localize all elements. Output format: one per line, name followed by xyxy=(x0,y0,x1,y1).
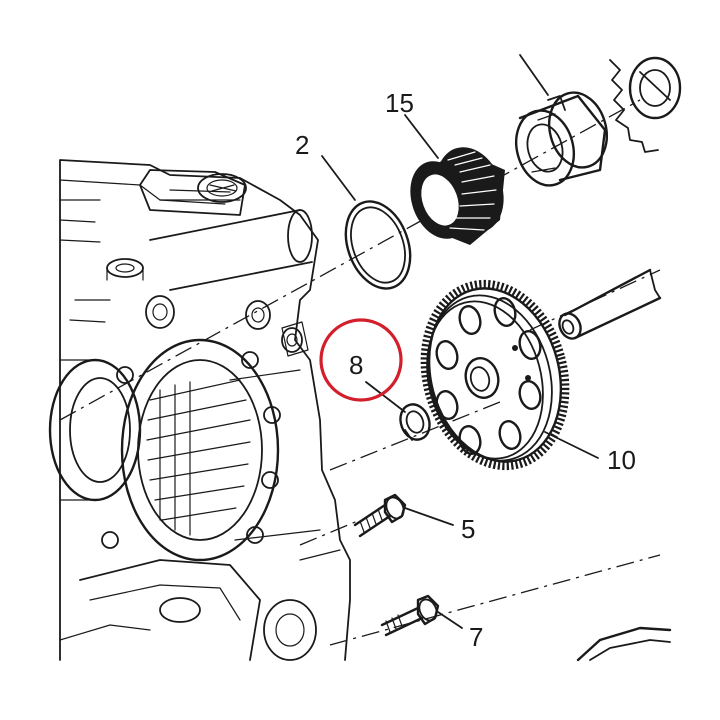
sleeve-bushing xyxy=(515,91,608,187)
callout-10[interactable]: 10 xyxy=(607,445,636,475)
leader-line-5 xyxy=(404,507,454,526)
part-2-washer xyxy=(344,200,412,290)
shaft xyxy=(558,268,662,340)
part-8-washer xyxy=(399,403,431,441)
assembly-axis-bolt-5 xyxy=(299,519,361,546)
part-7-bolt xyxy=(380,594,440,637)
assembly-axis-bolt-7 xyxy=(329,554,661,646)
leader-line-15 xyxy=(404,114,439,159)
leader-line-8 xyxy=(365,381,406,413)
assembly-axis-lower xyxy=(329,399,506,471)
part-5-bolt xyxy=(353,493,407,538)
callout-5[interactable]: 5 xyxy=(461,514,475,544)
callout-8[interactable]: 8 xyxy=(349,350,363,380)
engine-crankcase xyxy=(48,159,351,661)
leader-line-2 xyxy=(321,155,356,201)
assembly-axis-upper xyxy=(59,99,641,421)
leader-line-top xyxy=(519,54,549,96)
upper-gear-fragment xyxy=(609,56,682,153)
part-10-gear xyxy=(420,279,570,471)
callout-15[interactable]: 15 xyxy=(385,88,414,118)
leader-line-7 xyxy=(437,611,463,629)
part-15-needle-bearing xyxy=(410,147,505,245)
callout-2[interactable]: 2 xyxy=(295,130,309,160)
lower-cover-fragment xyxy=(576,626,672,662)
leader-line-10 xyxy=(544,431,599,459)
callout-7[interactable]: 7 xyxy=(469,622,483,652)
highlight-circle-part-8[interactable] xyxy=(319,318,403,402)
